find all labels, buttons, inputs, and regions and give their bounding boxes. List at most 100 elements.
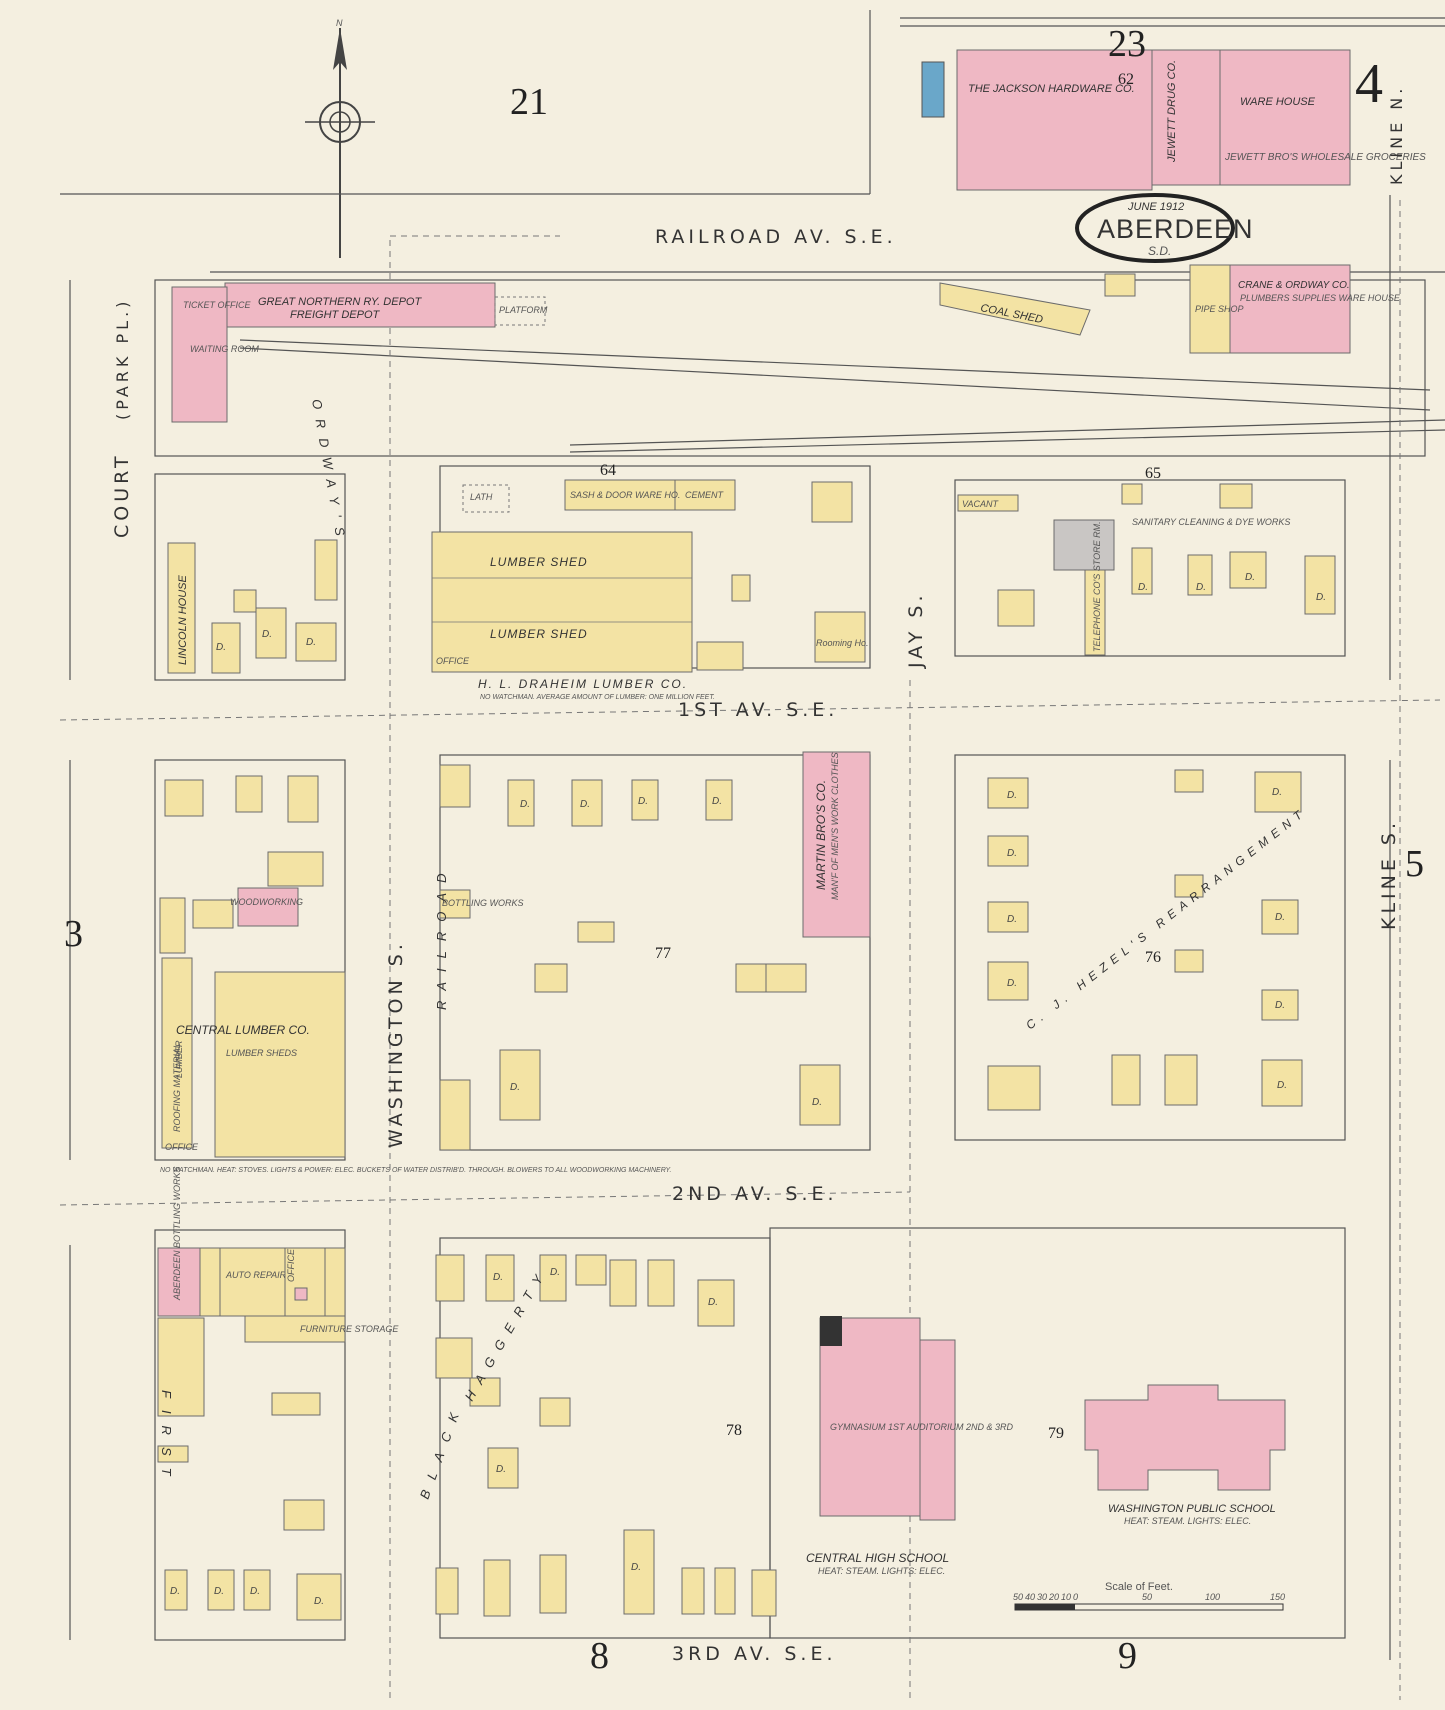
draheim-label: H. L. DRAHEIM LUMBER CO. bbox=[478, 677, 688, 691]
draheim-note: NO WATCHMAN. AVERAGE AMOUNT OF LUMBER: O… bbox=[480, 694, 715, 701]
svg-text:30: 30 bbox=[1037, 1592, 1047, 1602]
svg-text:50: 50 bbox=[1013, 1592, 1023, 1602]
block-78-number: 78 bbox=[726, 1422, 742, 1439]
svg-text:150: 150 bbox=[1270, 1592, 1285, 1602]
block-77: 77 MARTIN BRO'S CO. MAN'F OF MEN'S WORK … bbox=[439, 751, 871, 1151]
svg-text:0: 0 bbox=[1073, 1592, 1078, 1602]
aberdeen-bottling-label: ABERDEEN BOTTLING WORKS bbox=[172, 1166, 182, 1301]
jewett-bros-label: JEWETT BRO'S WHOLESALE GROCERIES bbox=[1224, 152, 1426, 163]
svg-text:D.: D. bbox=[170, 1586, 180, 1597]
street-court: COURT bbox=[111, 452, 133, 538]
street-1st-av: 1ST AV. S.E. bbox=[678, 699, 838, 721]
sheet-number: 4 bbox=[1355, 53, 1383, 115]
central-high-label: CENTRAL HIGH SCHOOL bbox=[806, 1551, 949, 1565]
central-lumber-note: NO WATCHMAN. HEAT: STOVES. LIGHTS & POWE… bbox=[160, 1167, 672, 1174]
street-kline-s: KLINE S. bbox=[1378, 819, 1400, 930]
svg-text:D.: D. bbox=[1007, 978, 1017, 989]
auto-repairing-label: AUTO REPAIRING bbox=[225, 1270, 302, 1280]
central-high-note: HEAT: STEAM. LIGHTS: ELEC. bbox=[818, 1566, 945, 1576]
street-3rd-av: 3RD AV. S.E. bbox=[672, 1643, 837, 1665]
ticket-office-label: TICKET OFFICE bbox=[183, 300, 251, 310]
svg-text:D.: D. bbox=[1007, 848, 1017, 859]
gymnasium-label: GYMNASIUM 1ST AUDITORIUM 2ND & 3RD bbox=[830, 1422, 1014, 1432]
compass-rose-icon: N bbox=[305, 18, 375, 258]
badge-city: ABERDEEN bbox=[1097, 214, 1254, 244]
svg-text:D.: D. bbox=[493, 1272, 503, 1283]
office-label-draheim: OFFICE bbox=[436, 656, 470, 666]
svg-text:50: 50 bbox=[1142, 1592, 1152, 1602]
adjoining-sheet-top: 23 bbox=[1108, 23, 1146, 65]
block-64: 64 LATH SASH & DOOR WARE HO. CEMENT LUMB… bbox=[431, 462, 869, 701]
svg-text:D.: D. bbox=[510, 1082, 520, 1093]
svg-text:D.: D. bbox=[214, 1586, 224, 1597]
martin-bros-label: MARTIN BRO'S CO. bbox=[814, 780, 828, 890]
sanitary-label: SANITARY CLEANING & DYE WORKS bbox=[1132, 517, 1290, 527]
svg-text:D.: D. bbox=[314, 1596, 324, 1607]
jewett-drug-label: JEWETT DRUG CO. bbox=[1166, 60, 1178, 163]
svg-text:D.: D. bbox=[250, 1586, 260, 1597]
svg-text:D.: D. bbox=[1196, 582, 1206, 593]
adjoining-sheet-top-left: 21 bbox=[510, 81, 548, 123]
block-lincoln: LINCOLN HOUSE D. D. D. bbox=[167, 539, 338, 674]
adjoining-sheet-bottom-left: 8 bbox=[590, 1635, 609, 1677]
svg-text:D.: D. bbox=[1007, 914, 1017, 925]
svg-text:D.: D. bbox=[1272, 787, 1282, 798]
scale-bar: Scale of Feet. 50 40 30 20 10 0 50 100 1… bbox=[1013, 1581, 1285, 1611]
badge-date: JUNE 1912 bbox=[1127, 201, 1184, 213]
adjoining-sheet-left: 3 bbox=[64, 913, 83, 955]
alley-black: BLACK bbox=[417, 1399, 466, 1501]
lumber-shed-label-2: LUMBER SHED bbox=[490, 627, 588, 641]
platform-label: PLATFORM bbox=[499, 305, 548, 315]
block-76-number: 76 bbox=[1145, 949, 1161, 966]
crane-ordway-sub: PLUMBERS SUPPLIES WARE HOUSE bbox=[1240, 293, 1401, 303]
washington-school-label: WASHINGTON PUBLIC SCHOOL bbox=[1108, 1503, 1276, 1515]
title-badge: JUNE 1912 ABERDEEN S.D. bbox=[1075, 193, 1254, 263]
svg-text:D.: D. bbox=[631, 1562, 641, 1573]
central-high-school: GYMNASIUM 1ST AUDITORIUM 2ND & 3RD CENTR… bbox=[806, 1316, 1014, 1576]
rooming-label: Rooming Ho. bbox=[816, 638, 869, 648]
vacant-label: VACANT bbox=[962, 499, 1000, 509]
pipe-shop-label: PIPE SHOP bbox=[1195, 304, 1244, 314]
svg-text:D.: D. bbox=[1138, 582, 1148, 593]
railroad-strip: GREAT NORTHERN RY. DEPOT FREIGHT DEPOT T… bbox=[171, 264, 1401, 423]
svg-text:D.: D. bbox=[712, 796, 722, 807]
svg-text:D.: D. bbox=[638, 796, 648, 807]
block-76: 76 D. D. D. D. D. D. D. D. C. J. HEZEL'S… bbox=[987, 769, 1309, 1111]
cement-label: CEMENT bbox=[685, 490, 725, 500]
block-65-number: 65 bbox=[1145, 465, 1161, 482]
lumber-label: LUMBER bbox=[174, 1040, 184, 1078]
roofing-label: ROOFING MATERIAL bbox=[172, 1043, 182, 1132]
waiting-room-label: WAITING ROOM bbox=[190, 344, 259, 354]
block-79-number: 79 bbox=[1048, 1425, 1064, 1442]
alley-ordway: ORDWAY'S bbox=[309, 398, 350, 547]
svg-text:D.: D. bbox=[520, 799, 530, 810]
svg-text:D.: D. bbox=[1245, 572, 1255, 583]
alley-first: FIRST bbox=[159, 1390, 174, 1488]
svg-text:D.: D. bbox=[550, 1267, 560, 1278]
lath-label: LATH bbox=[470, 492, 493, 502]
jackson-hardware-label: THE JACKSON HARDWARE CO. bbox=[968, 83, 1135, 95]
svg-text:D.: D. bbox=[1316, 592, 1326, 603]
lumber-shed-label-1: LUMBER SHED bbox=[490, 555, 588, 569]
block-central-lumber: WOODWORKING LUMBER ROOFING MATERIAL OFFI… bbox=[159, 775, 672, 1174]
adjoining-sheet-right: 5 bbox=[1405, 843, 1424, 885]
block-77-number: 77 bbox=[655, 945, 671, 962]
water-pipes bbox=[59, 200, 1441, 1700]
svg-text:D.: D. bbox=[306, 637, 316, 648]
svg-text:D.: D. bbox=[496, 1464, 506, 1475]
block-64-number: 64 bbox=[600, 462, 616, 479]
block-65: 65 VACANT TELEPHONE CO'S STORE RM. SANIT… bbox=[957, 465, 1336, 656]
washington-school: 79 WASHINGTON PUBLIC SCHOOL HEAT: STEAM.… bbox=[1048, 1384, 1286, 1526]
office-label-lower: OFFICE bbox=[286, 1248, 296, 1282]
furniture-label: FURNITURE STORAGE bbox=[300, 1324, 399, 1334]
svg-text:D.: D. bbox=[812, 1097, 822, 1108]
svg-text:D.: D. bbox=[1277, 1080, 1287, 1091]
svg-text:D.: D. bbox=[1275, 912, 1285, 923]
svg-text:N: N bbox=[336, 18, 343, 28]
street-washington: WASHINGTON S. bbox=[385, 940, 407, 1148]
adjoining-sheet-bottom-right: 9 bbox=[1118, 1635, 1137, 1677]
street-2nd-av: 2ND AV. S.E. bbox=[672, 1183, 838, 1205]
scale-label: Scale of Feet. bbox=[1105, 1581, 1173, 1593]
svg-text:D.: D. bbox=[216, 642, 226, 653]
